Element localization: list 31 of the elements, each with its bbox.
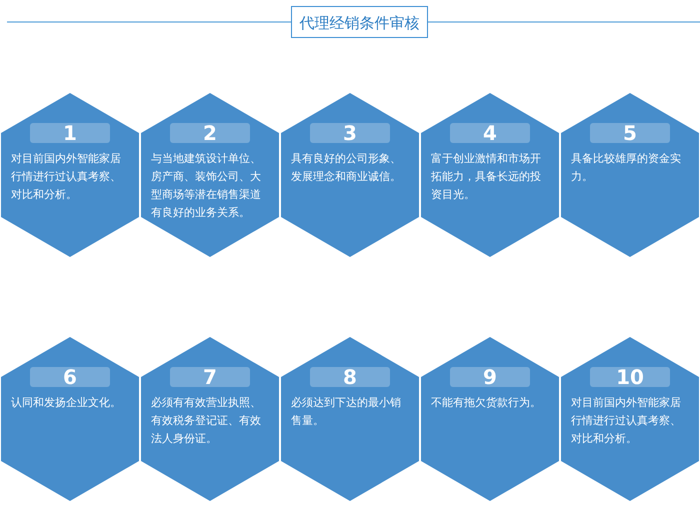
step-number: 3 [310, 123, 390, 143]
description-text: 认同和发扬企业文化。 [11, 395, 122, 411]
description-text: 对目前国内外智能家居行情进行过认真考察、对比和分析。 [11, 151, 122, 203]
description-text: 必须达到下达的最小销售量。 [291, 395, 402, 429]
description-text: 不能有拖欠货款行为。 [431, 395, 542, 411]
hexagon-card [420, 337, 560, 501]
step-number: 7 [170, 367, 250, 387]
hexagon-card [560, 93, 700, 257]
hexagon-card [0, 337, 140, 501]
hexagon-card [140, 93, 280, 257]
hexagon-card [280, 337, 420, 501]
step-number: 1 [30, 123, 110, 143]
description-text: 富于创业激情和市场开拓能力，具备长远的投资目光。 [431, 151, 542, 203]
step-number: 10 [590, 367, 670, 387]
hexagon-card [280, 93, 420, 257]
hexagon-card [560, 337, 700, 501]
hexagon-card [420, 93, 560, 257]
description-text: 具有良好的公司形象、发展理念和商业诚信。 [291, 151, 402, 185]
step-number: 5 [590, 123, 670, 143]
step-number: 6 [30, 367, 110, 387]
hexagon-card [0, 93, 140, 257]
step-number: 2 [170, 123, 250, 143]
description-text: 具备比较雄厚的资金实力。 [571, 151, 682, 185]
step-number: 9 [450, 367, 530, 387]
description-text: 必须有有效营业执照、有效税务登记证、有效法人身份证。 [151, 395, 262, 447]
step-number: 8 [310, 367, 390, 387]
step-number: 4 [450, 123, 530, 143]
description-text: 对目前国内外智能家居行情进行过认真考察、对比和分析。 [571, 395, 682, 447]
hexagon-card [140, 337, 280, 501]
title: 代理经销条件审核 [291, 6, 428, 38]
description-text: 与当地建筑设计单位、房产商、装饰公司、大型商场等潜在销售渠道有良好的业务关系。 [151, 151, 262, 221]
